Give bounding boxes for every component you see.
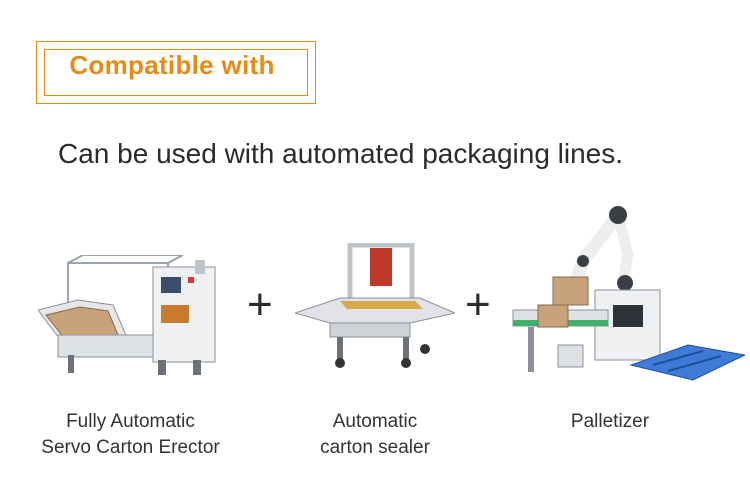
caption-carton-erector: Fully Automatic Servo Carton Erector [28, 409, 233, 460]
page-subtitle: Can be used with automated packaging lin… [58, 138, 624, 169]
caption-line: Fully Automatic [66, 411, 195, 432]
palletizer-image [512, 206, 745, 381]
plus-sign-1: + [247, 280, 273, 329]
caption-carton-sealer: Automatic carton sealer [300, 409, 450, 460]
caption-palletizer: Palletizer [550, 409, 670, 435]
badge-outer-frame [36, 41, 316, 104]
caption-line: Servo Carton Erector [41, 436, 220, 458]
caption-line: Palletizer [570, 411, 650, 432]
carton-sealer-image [295, 243, 455, 368]
badge-title: Compatible with [69, 50, 275, 80]
caption-line: Automatic [332, 411, 418, 432]
caption-line: carton sealer [320, 436, 430, 458]
carton-erector-image [38, 255, 216, 375]
plus-sign-2: + [465, 280, 491, 329]
badge-inner-frame [44, 49, 308, 96]
